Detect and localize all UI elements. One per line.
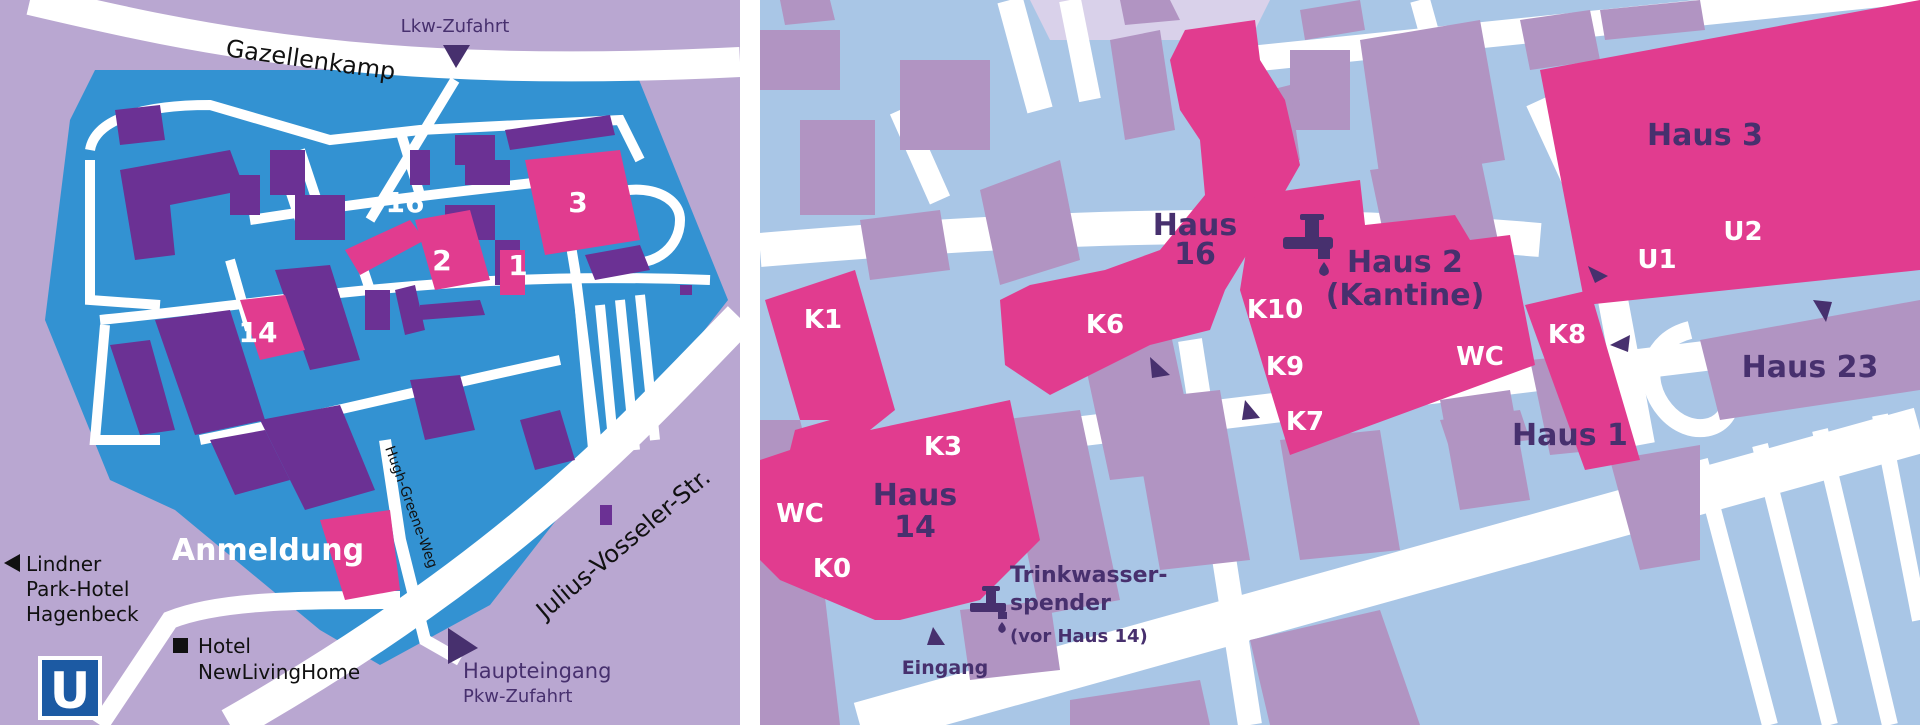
label-haus16-line1: Haus — [1153, 208, 1238, 243]
water-tap-icon — [1283, 214, 1333, 276]
label-building-16: 16 — [386, 186, 425, 219]
ubahn-letter: U — [50, 662, 91, 720]
entrance-arrow-icon — [1610, 335, 1630, 352]
label-room-k7: K7 — [1286, 407, 1324, 437]
label-haus3: Haus 3 — [1647, 118, 1763, 153]
building-14-shape — [240, 295, 305, 360]
label-hotel-lindner-1: Lindner — [26, 552, 102, 576]
label-room-k1: K1 — [804, 305, 842, 335]
entrance-arrow-icon — [927, 627, 945, 645]
label-room-wc-haus2: WC — [1456, 342, 1504, 372]
label-entrance: Eingang — [902, 657, 989, 679]
entrance-arrow-icon — [1813, 300, 1832, 322]
label-registration: Anmeldung — [172, 533, 364, 568]
label-building-2: 2 — [432, 244, 451, 277]
label-hotel-lindner-2: Park-Hotel — [26, 577, 129, 601]
haus1-shape — [1525, 290, 1640, 470]
label-room-u1: U1 — [1637, 245, 1676, 275]
entrance-arrows — [927, 266, 1832, 645]
hotel-direction-arrow-icon — [4, 554, 20, 572]
detail-map: Haus 3 Haus 16 Haus 2 (Kantine) Haus 23 … — [758, 0, 1920, 725]
label-haus2-line1: Haus 2 — [1347, 245, 1463, 280]
overview-map: 16 3 2 1 14 Anmeldung Gazellenkamp Juliu… — [0, 0, 753, 725]
street-gazellenkamp — [26, 0, 741, 82]
label-water-dispenser-3: (vor Haus 14) — [1010, 626, 1148, 647]
label-pkw-entrance: Pkw-Zufahrt — [463, 686, 572, 707]
street-hugh-greene — [379, 439, 463, 666]
label-main-entrance: Haupteingang — [463, 659, 611, 683]
label-hotel-lindner-3: Hagenbeck — [26, 602, 139, 626]
main-entrance-arrow-icon — [448, 628, 478, 664]
entrance-arrow-icon — [1588, 266, 1608, 283]
water-tap-icon — [970, 586, 1007, 633]
building-16-shape — [345, 220, 425, 275]
label-haus16-line2: 16 — [1174, 237, 1216, 272]
label-room-k9: K9 — [1266, 352, 1304, 382]
label-building-3: 3 — [568, 186, 587, 219]
label-room-k10: K10 — [1247, 295, 1303, 325]
label-water-dispenser-1: Trinkwasser- — [1010, 563, 1168, 588]
label-haus23: Haus 23 — [1742, 350, 1879, 385]
label-room-k0: K0 — [813, 554, 851, 584]
label-room-u2: U2 — [1723, 217, 1762, 247]
entrance-arrow-icon — [1150, 357, 1170, 378]
registration-building-shape — [320, 510, 400, 600]
haus3-shape — [1540, 0, 1920, 305]
label-haus2-line2: (Kantine) — [1326, 278, 1485, 313]
label-room-k8: K8 — [1548, 320, 1586, 350]
label-haus14-line2: 14 — [894, 510, 936, 545]
label-water-dispenser-2: spender — [1010, 591, 1111, 616]
haus16-shape — [1000, 20, 1300, 395]
campus-highlights — [240, 150, 640, 600]
map-separator — [740, 0, 760, 725]
label-lkw-entrance: Lkw-Zufahrt — [401, 16, 510, 37]
label-room-k3: K3 — [924, 432, 962, 462]
label-haus14-line1: Haus — [873, 478, 958, 513]
ubahn-icon — [42, 660, 98, 716]
haus14-shape — [760, 270, 1040, 620]
label-haus1: Haus 1 — [1512, 418, 1628, 453]
label-room-k6: K6 — [1086, 310, 1124, 340]
detail-highlighted-houses — [760, 0, 1920, 620]
lkw-entrance-arrow-icon — [443, 45, 470, 68]
campus-buildings — [110, 105, 692, 525]
street-hotel-access — [92, 591, 401, 725]
hotel-marker-icon — [173, 638, 188, 653]
building-2-shape — [415, 210, 490, 290]
street-julius-vosseler — [221, 306, 753, 725]
label-hotel-newliving-1: Hotel — [198, 634, 251, 658]
entrance-arrow-icon — [1242, 400, 1260, 420]
building-1-shape — [500, 250, 525, 295]
label-room-wc-haus14: WC — [776, 499, 824, 529]
label-building-14: 14 — [239, 316, 278, 349]
building-3-shape — [525, 150, 640, 255]
label-building-1: 1 — [508, 249, 527, 282]
label-hotel-newliving-2: NewLivingHome — [198, 660, 360, 684]
